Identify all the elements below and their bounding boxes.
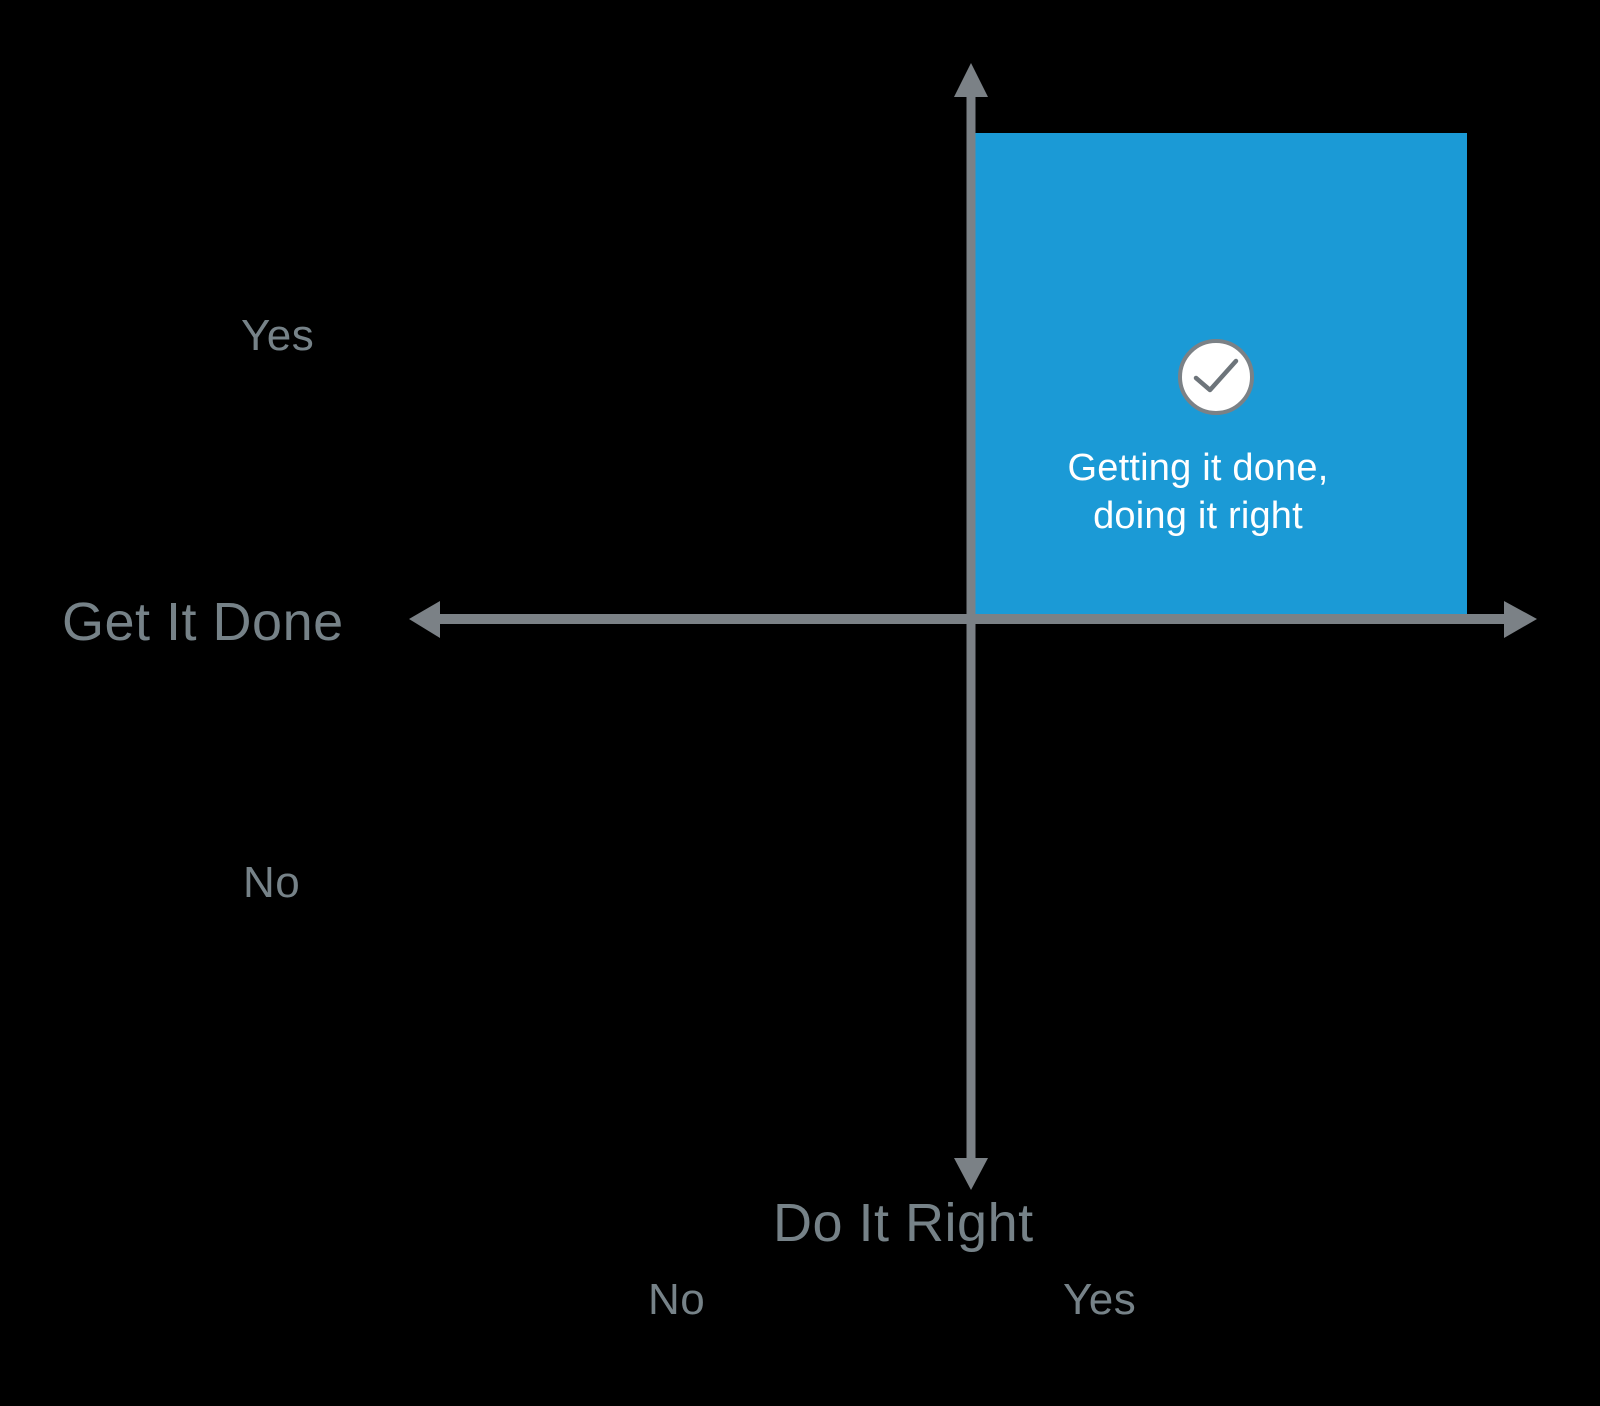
x-axis-left-arrowhead — [409, 601, 440, 638]
y-axis-tick-label-yes: Yes — [241, 311, 315, 360]
x-axis-tick-label-yes: Yes — [1063, 1275, 1137, 1324]
y-axis-down-arrowhead — [954, 1158, 988, 1190]
y-axis-title: Get It Done — [62, 592, 344, 652]
check-mark-path — [1193, 358, 1239, 393]
y-axis-tick-label-no: No — [243, 858, 301, 907]
y-axis-up-arrowhead — [954, 63, 988, 97]
x-axis-title: Do It Right — [773, 1193, 1034, 1253]
quadrant-caption-text: Getting it done, doing it right — [1067, 447, 1329, 537]
x-axis-right-arrowhead — [1504, 601, 1537, 638]
check-circle-icon — [1178, 339, 1254, 415]
x-axis-tick-label-no: No — [648, 1275, 706, 1324]
